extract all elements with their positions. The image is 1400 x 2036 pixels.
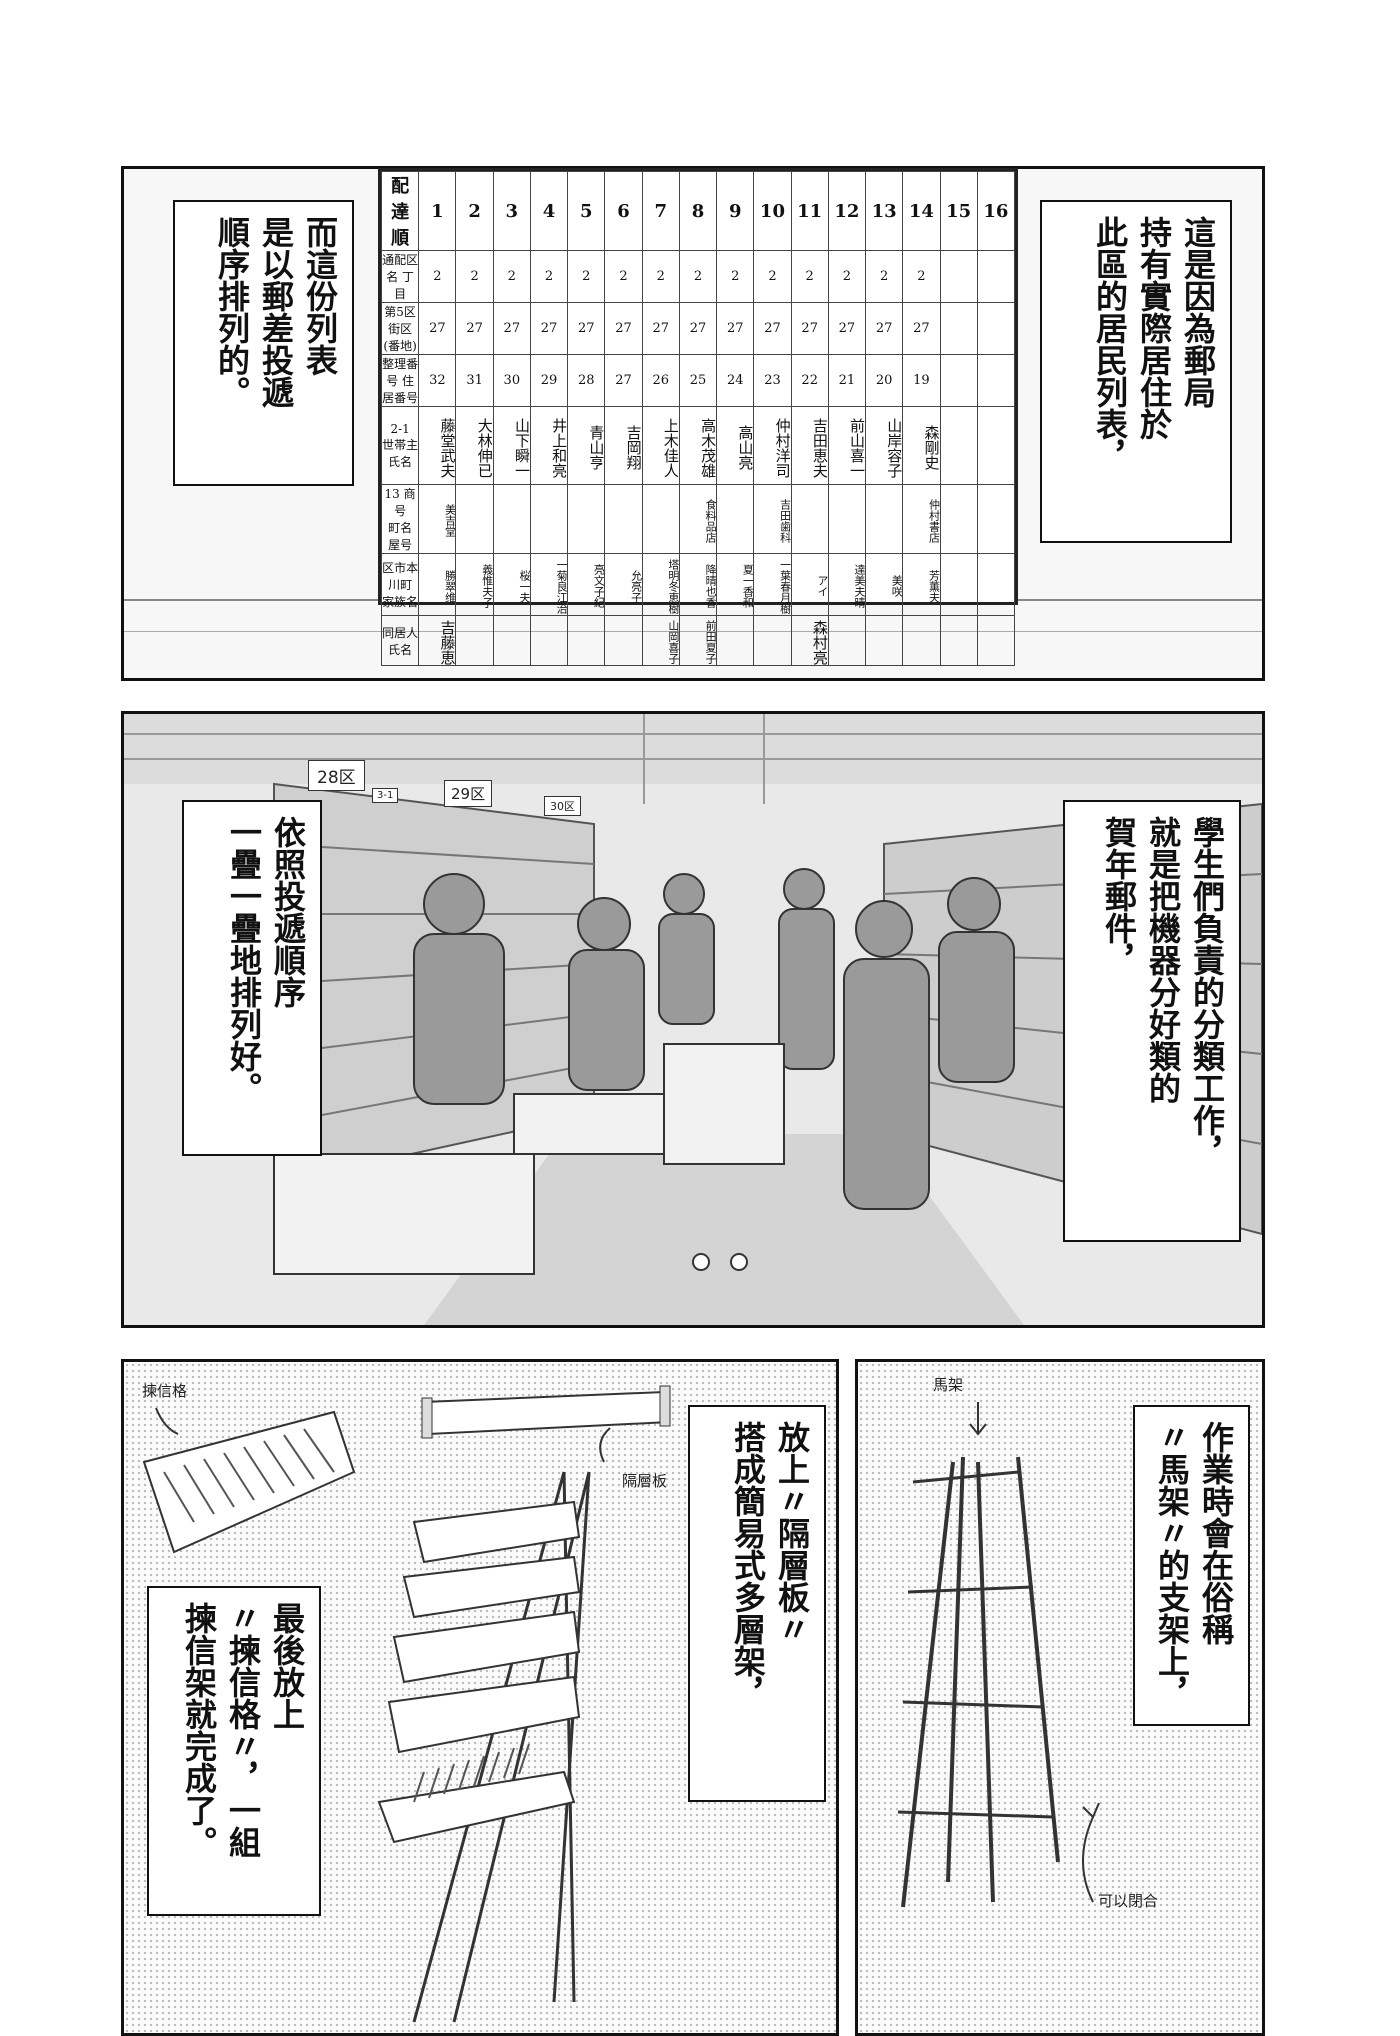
register-label: 通配区名 丁目 (380, 250, 420, 303)
register-title: 配 達 順 (380, 171, 420, 251)
caption-assembly-left: 最後放上 〃揀信格〃，一組 揀信架就完成了。 (147, 1586, 321, 1916)
label-trestle: 馬架 (933, 1376, 964, 1394)
register-label: 第5区 街区(番地) (380, 302, 420, 355)
zone-sign-30: 30区 (544, 796, 581, 816)
register-label: 同居人氏名 (380, 615, 420, 666)
label-tray: 揀信格 (142, 1382, 188, 1400)
caption-register-left: 而這份列表 是以郵差投遞 順序排列的。 (173, 200, 354, 486)
trestle-illustration (897, 1402, 1100, 1908)
label-foldable: 可以閉合 (1098, 1892, 1159, 1910)
caption-sorting-left: 依照投遞順序 一疊一疊地排列好。 (182, 800, 322, 1156)
shelf-illustration (142, 1385, 671, 2023)
caption-trestle: 作業時會在俗稱 〃馬架〃的支架上， (1133, 1405, 1250, 1726)
resident-register: 配 達 順 1 2 3 4 5 6 7 8 9 10 11 12 13 14 1… (378, 168, 1018, 666)
label-divider: 隔層板 (622, 1472, 668, 1490)
register-label: 13 商号町名 屋号 (380, 484, 420, 554)
zone-sign-29: 29区 (444, 780, 493, 807)
zone-sign-28: 28区 (308, 760, 365, 791)
register-label: 整理番号 住居番号 (380, 354, 420, 407)
register-label: 区市本川町 家族名 (380, 553, 420, 616)
caption-register-right: 這是因為郵局 持有實際居住於 此區的居民列表， (1040, 200, 1232, 543)
caption-assembly-middle: 放上〃隔層板〃 搭成簡易式多層架， (688, 1405, 826, 1802)
caption-sorting-right: 學生們負責的分類工作， 就是把機器分好類的 賀年郵件， (1063, 800, 1241, 1242)
zone-sign-3-1: 3-1 (372, 788, 399, 803)
